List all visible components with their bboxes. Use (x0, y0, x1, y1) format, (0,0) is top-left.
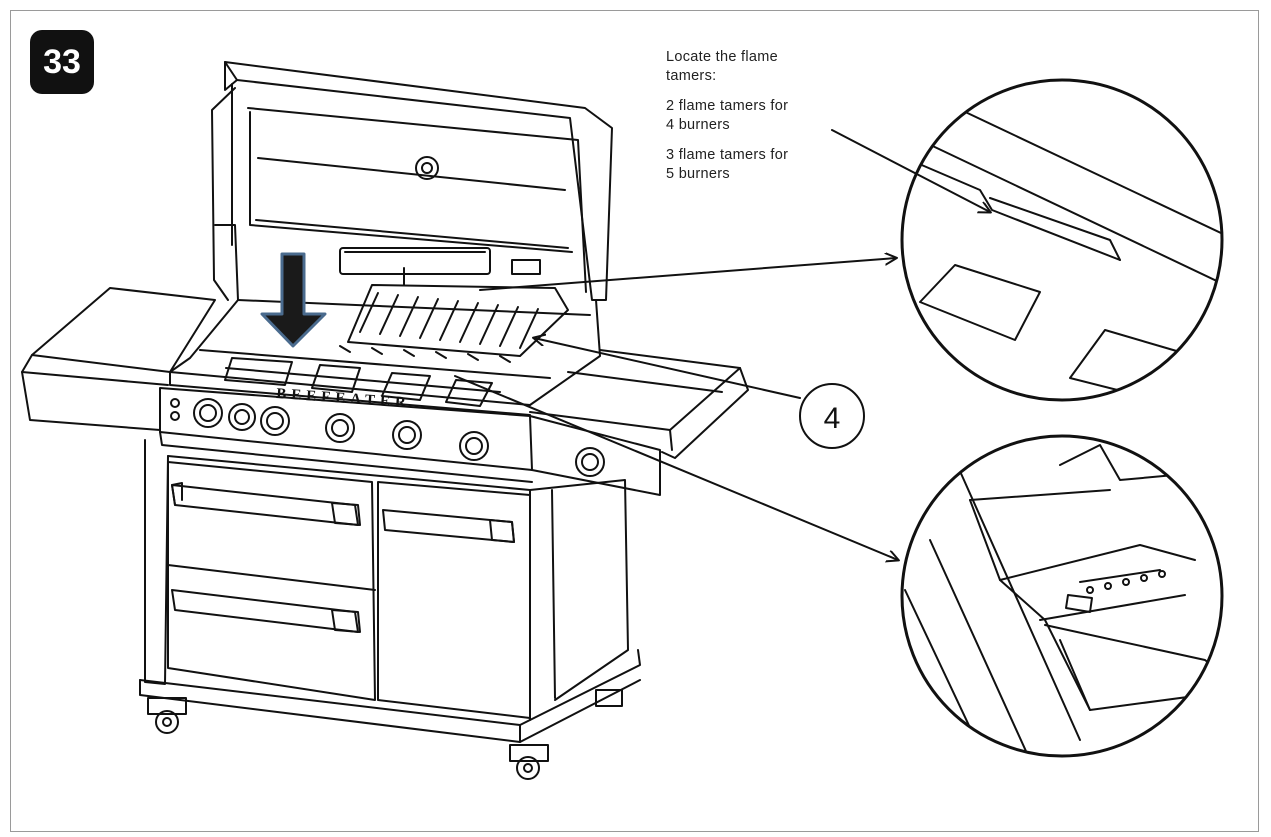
page-frame (10, 10, 1259, 832)
instruction-text: Locate the flame tamers: 2 flame tamers … (666, 48, 836, 195)
ignition-icon (170, 411, 180, 421)
control-knob-icon (193, 398, 605, 477)
step-number: 33 (43, 42, 81, 81)
cart-wheel-icon (147, 689, 623, 780)
instruction-locate: Locate the flame tamers: (666, 49, 779, 84)
instruction-four-burner: 2 flame tamers for 4 burners (666, 98, 789, 133)
flame-tamer (339, 284, 569, 363)
grill-lid (211, 61, 613, 301)
burner-bars (224, 357, 501, 407)
thermometer-icon (415, 156, 439, 180)
detail-view-top (900, 78, 1224, 402)
step-number-badge: 33 (30, 30, 94, 94)
callout-number: 4 (824, 402, 841, 435)
leader-lines (454, 129, 990, 560)
drawer-handle (171, 482, 515, 633)
instruction-five-burner: 3 flame tamers for 5 burners (666, 147, 789, 182)
grill-brand-label: BEEFEATER (276, 386, 412, 411)
callout-circle (799, 383, 865, 449)
side-shelf-right (529, 349, 749, 459)
grill-cart (139, 439, 641, 743)
side-shelf-left (21, 287, 216, 431)
ignition-icon (170, 398, 180, 408)
firebox (169, 224, 601, 416)
detail-view-bottom (900, 434, 1224, 758)
down-arrow-icon (260, 252, 327, 348)
control-panel (159, 387, 661, 496)
